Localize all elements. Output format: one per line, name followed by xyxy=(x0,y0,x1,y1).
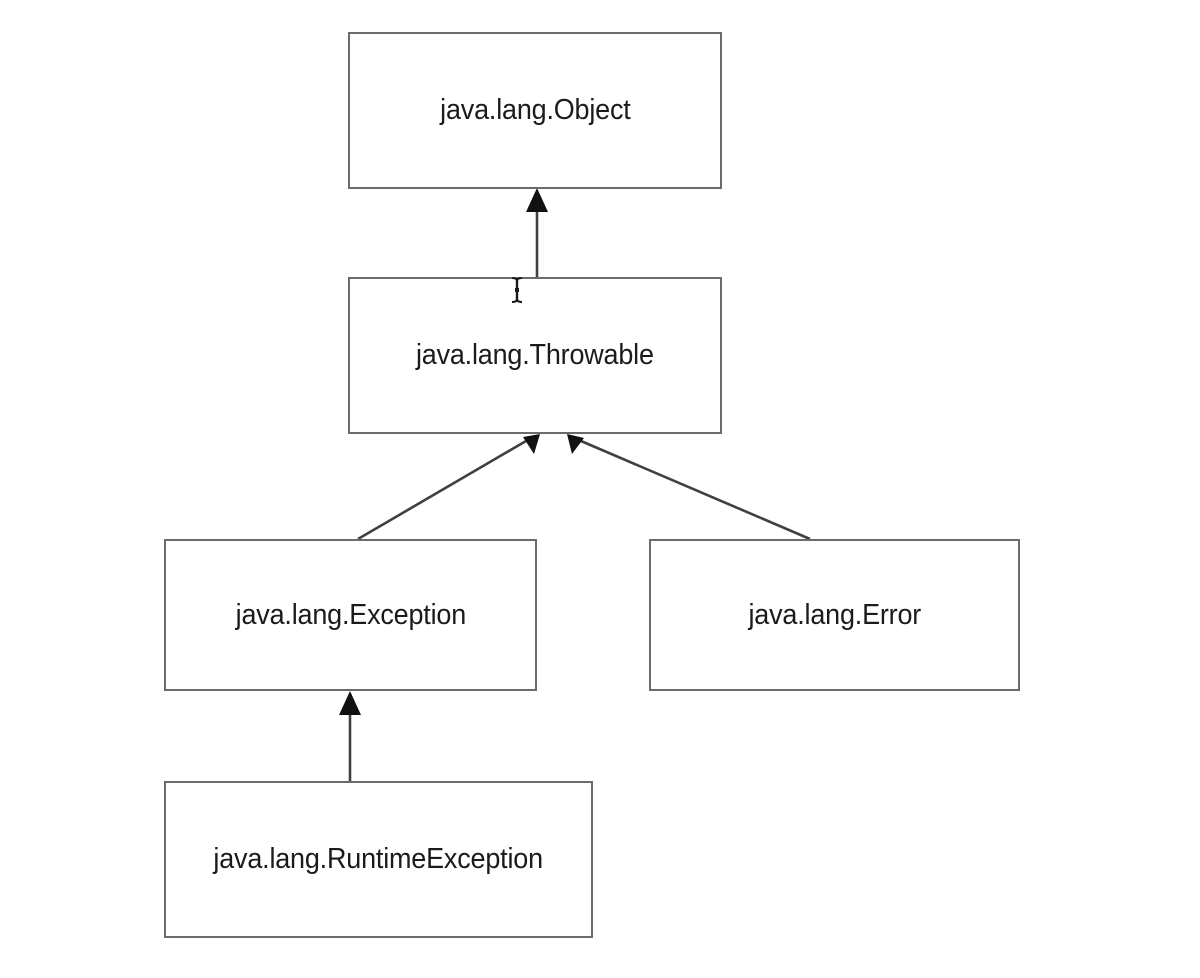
class-box-label: java.lang.RuntimeException xyxy=(213,843,544,875)
class-box-java-lang-runtimeexception[interactable]: java.lang.RuntimeException xyxy=(164,781,593,938)
edge-exception-to-throwable xyxy=(357,434,540,541)
edge-runtimeexception-to-exception xyxy=(339,691,361,781)
class-box-label: java.lang.Throwable xyxy=(416,339,654,371)
class-box-java-lang-exception[interactable]: java.lang.Exception xyxy=(164,539,537,691)
class-box-label: java.lang.Exception xyxy=(235,598,466,631)
class-box-java-lang-object[interactable]: java.lang.Object xyxy=(348,32,722,189)
class-box-label: java.lang.Error xyxy=(748,598,921,631)
edge-error-to-throwable xyxy=(567,434,811,541)
class-box-java-lang-error[interactable]: java.lang.Error xyxy=(649,539,1020,691)
edge-throwable-to-object xyxy=(526,188,548,277)
class-box-label: java.lang.Object xyxy=(439,94,631,126)
class-box-java-lang-throwable[interactable]: java.lang.Throwable xyxy=(348,277,722,434)
